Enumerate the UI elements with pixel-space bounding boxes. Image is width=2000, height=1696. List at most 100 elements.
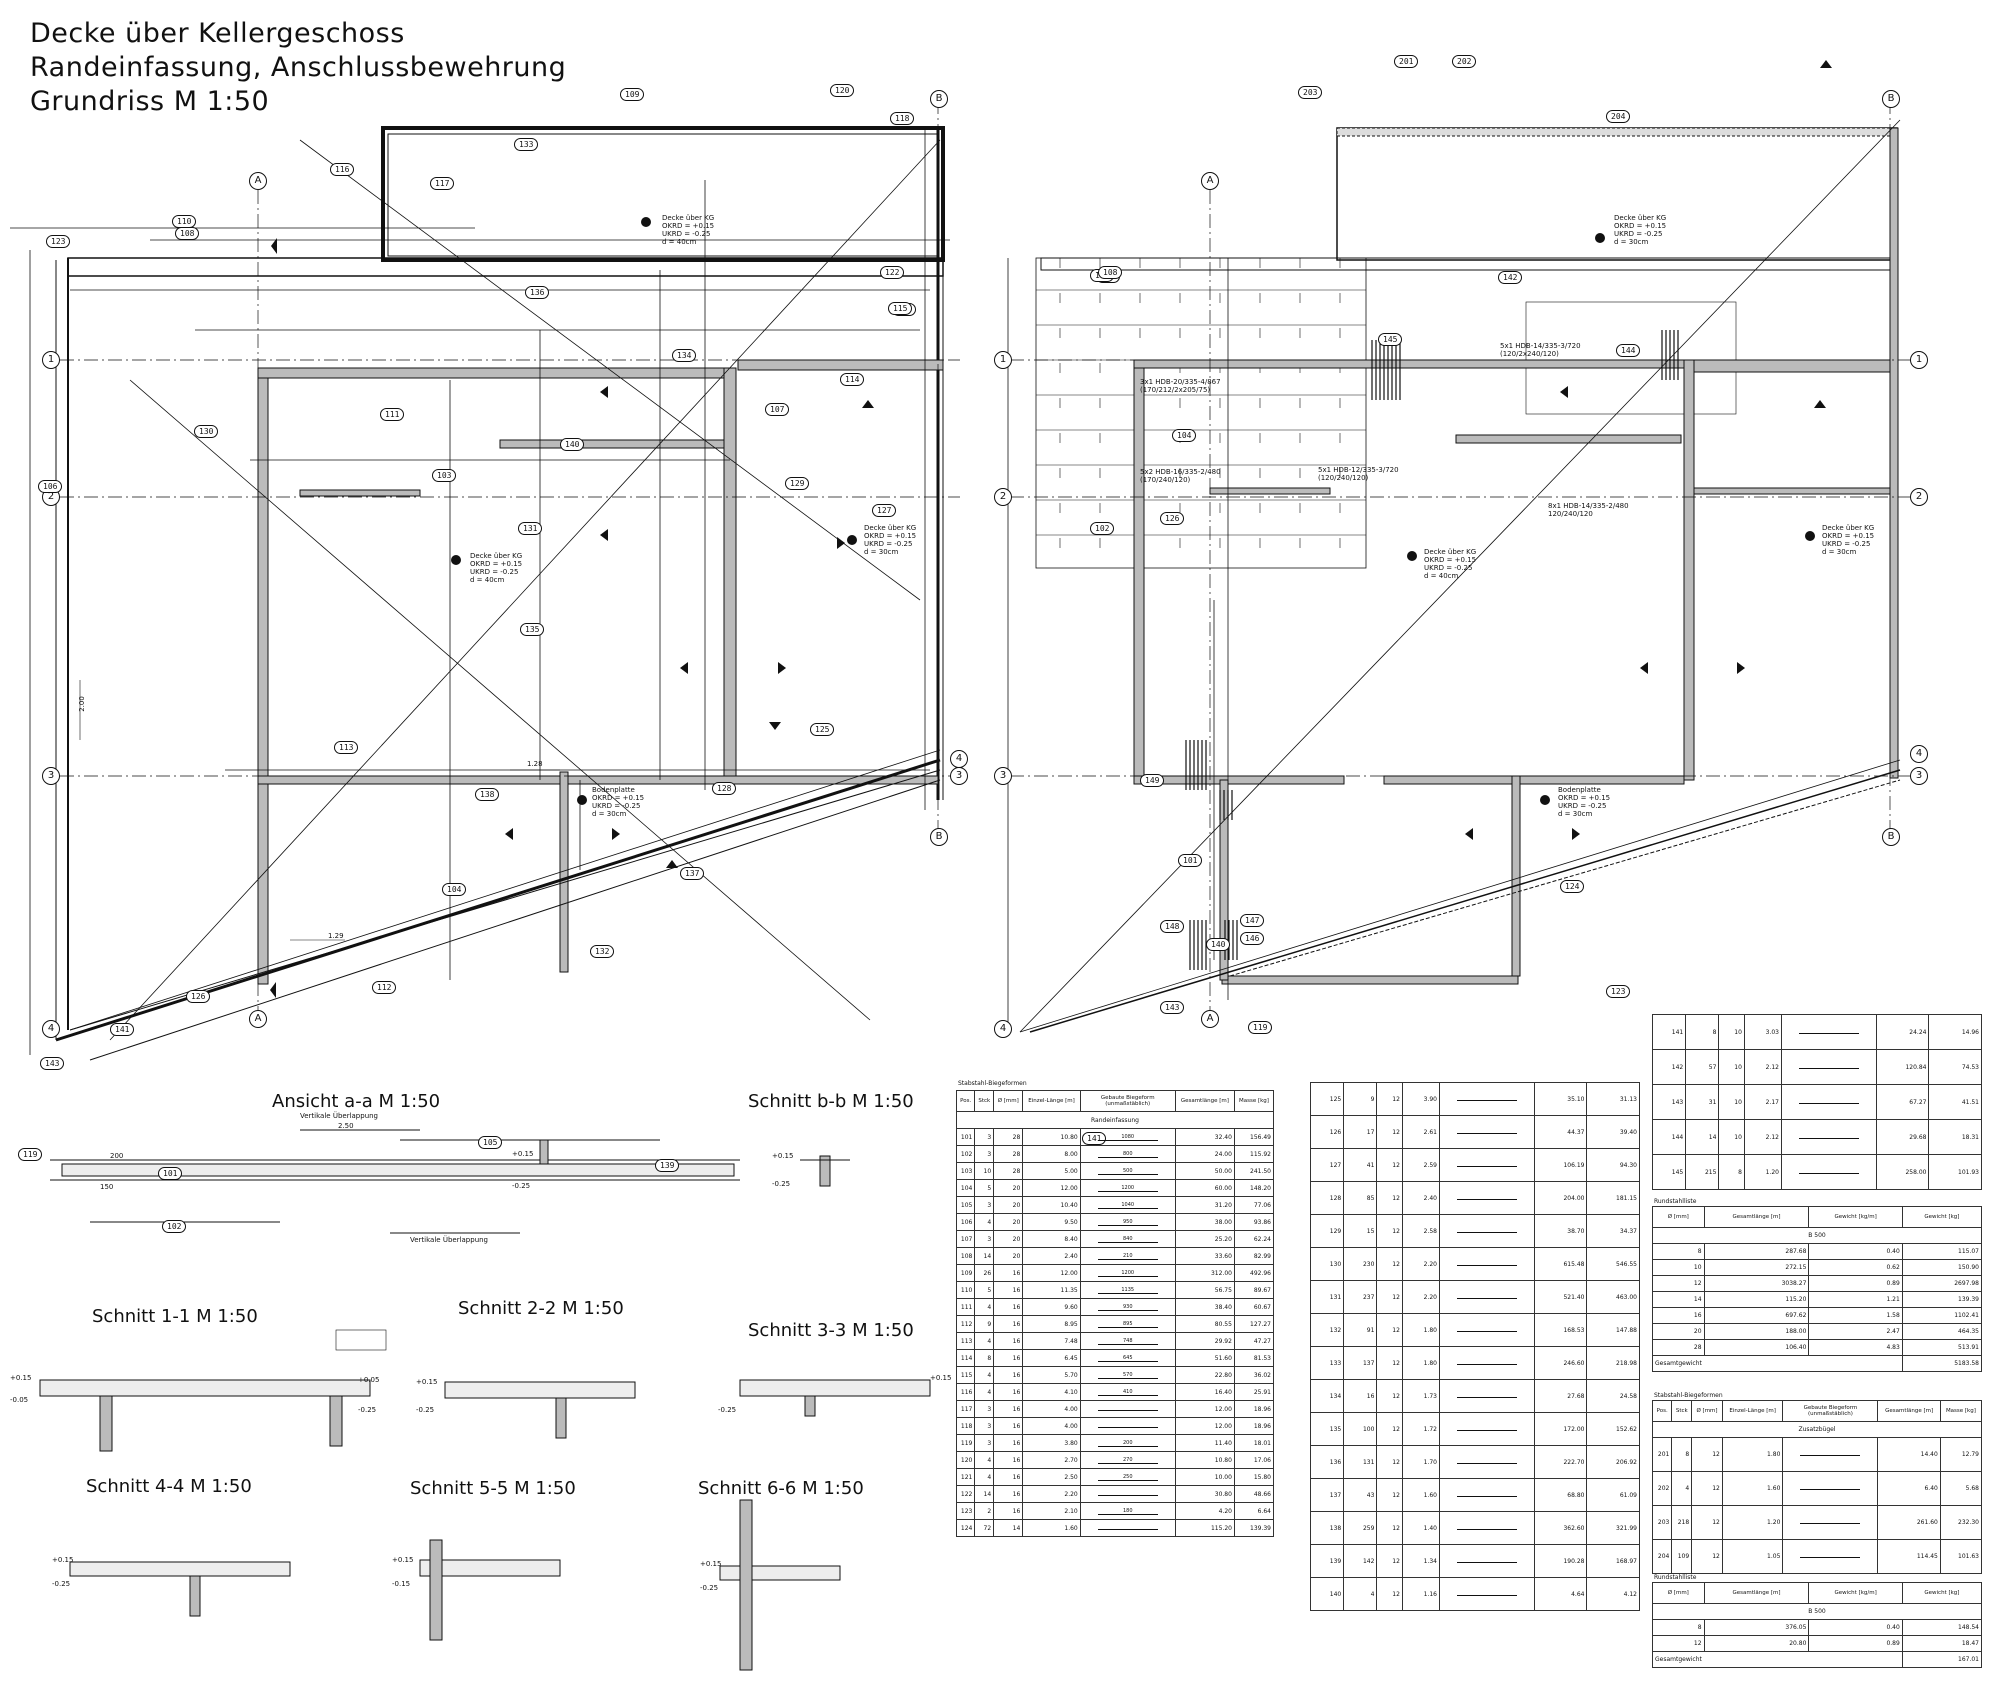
table-cell [1782, 1437, 1879, 1472]
table-cell: 190.28 [1533, 1544, 1588, 1578]
left-plan-position-marker: 131 [518, 522, 543, 535]
table-cell: 4.00 [1022, 1417, 1081, 1435]
left-plan-position-marker: 115 [888, 302, 913, 315]
table-cell: 12.00 [1174, 1400, 1235, 1418]
table-cell: 410 [1079, 1383, 1176, 1401]
axis-label-3-right: 3 [994, 767, 1012, 785]
table-cell: 147.88 [1586, 1313, 1640, 1347]
table-cell: 10.80 [1174, 1451, 1235, 1469]
elevation-plus015-66: +0.15 [700, 1560, 722, 1568]
table-cell: 1.40 [1401, 1511, 1440, 1545]
table-cell: 2.20 [1401, 1280, 1440, 1314]
table-cell [1438, 1478, 1535, 1512]
table-cell: 237 [1343, 1280, 1378, 1314]
table-cell: 129 [1309, 1214, 1345, 1248]
section-title-schnitt-11: Schnitt 1-1 M 1:50 [92, 1306, 258, 1327]
table-cell: 121 [955, 1468, 976, 1486]
table-cell: 16 [993, 1281, 1024, 1299]
table-cell: 697.62 [1703, 1307, 1810, 1324]
table-cell: 748 [1079, 1332, 1176, 1350]
axis-label-b-left-bottom: B [930, 828, 948, 846]
table-cell [1438, 1181, 1535, 1215]
elevation-plus015-44: +0.15 [52, 1556, 74, 1564]
table-cell: 230 [1343, 1247, 1378, 1281]
left-plan-position-marker: 135 [520, 623, 545, 636]
table-cell: 1.80 [1721, 1437, 1784, 1472]
elevation-plus015-bb: +0.15 [772, 1152, 794, 1160]
table-cell: 1102.41 [1901, 1307, 1983, 1324]
table-cell: 259 [1343, 1511, 1378, 1545]
table-cell: 16 [993, 1485, 1024, 1503]
hdb-ladders [1185, 330, 1679, 970]
table-cell [1438, 1412, 1535, 1446]
table-cell: 12 [1376, 1280, 1403, 1314]
table-cell: 800 [1079, 1145, 1176, 1163]
table-cell: 17.06 [1233, 1451, 1275, 1469]
elevation-minus025-bb: -0.25 [772, 1180, 791, 1188]
rund-total-label: Gesamtgewicht [1652, 1355, 1903, 1372]
table-cell: 492.96 [1233, 1264, 1275, 1282]
table-cell: 2.47 [1808, 1323, 1903, 1340]
right-plan-position-marker: 148 [1160, 920, 1185, 933]
schedule-header-cell: Gewicht [kg] [1901, 1206, 1983, 1228]
table-cell: 29.92 [1174, 1332, 1235, 1350]
table-cell: 102 [955, 1145, 976, 1163]
table-cell: 210 [1079, 1247, 1176, 1265]
table-cell: 218 [1671, 1505, 1693, 1540]
left-plan-position-marker: 113 [334, 741, 359, 754]
left-plan-position-marker: 141 [110, 1023, 135, 1036]
table-cell: 6.40 [1877, 1471, 1941, 1506]
left-plan-position-marker: 117 [430, 177, 455, 190]
schedule-header-cell: Ø [mm] [1691, 1400, 1723, 1422]
table-cell: 362.60 [1533, 1511, 1588, 1545]
table-cell [1438, 1445, 1535, 1479]
table-cell: 43 [1343, 1478, 1378, 1512]
right-plan-position-marker: 146 [1240, 932, 1265, 945]
table-cell: 4 [974, 1298, 995, 1316]
schedule-header-cell: Stck [1671, 1400, 1693, 1422]
table-cell [1438, 1115, 1535, 1149]
table-cell: 1.20 [1743, 1154, 1782, 1190]
table-cell [1780, 1119, 1877, 1155]
table-cell: 31 [1685, 1084, 1720, 1120]
hdb-label-1: 3x1 HDB-20/335-4/867 (170/212/2x205/75) [1140, 378, 1221, 394]
table-cell: 4.00 [1022, 1400, 1081, 1418]
left-plan-position-marker: 125 [810, 723, 835, 736]
schedule-header-cell: Masse [kg] [1939, 1400, 1983, 1422]
schedule-subheader: Randeinfassung [956, 1111, 1274, 1129]
table-cell: 10 [974, 1162, 995, 1180]
table-cell: 123 [955, 1502, 976, 1520]
right-plan-position-marker: 102 [1090, 522, 1115, 535]
section-title-ansicht-aa: Ansicht a-a M 1:50 [272, 1091, 441, 1112]
table-cell: 3.03 [1743, 1014, 1782, 1050]
table-cell [1780, 1154, 1877, 1190]
elevation-minus025-66: -0.25 [700, 1584, 719, 1592]
table-cell: 2.20 [1401, 1247, 1440, 1281]
table-cell: 513.91 [1901, 1339, 1983, 1356]
table-cell: 91 [1343, 1313, 1378, 1347]
left-plan-position-marker: 136 [525, 286, 550, 299]
left-plan-position-marker: 114 [840, 373, 865, 386]
table-cell: 14 [1685, 1119, 1720, 1155]
table-cell: 3 [974, 1230, 995, 1248]
table-cell: 2.61 [1401, 1115, 1440, 1149]
table-cell: 200 [1079, 1434, 1176, 1452]
table-cell: 16 [993, 1298, 1024, 1316]
left-plan-position-marker: 118 [890, 112, 915, 125]
axis-label-2-right: 2 [994, 488, 1012, 506]
schedule-header-cell: Ø [mm] [1652, 1582, 1705, 1604]
elevation-minus025-22: -0.25 [416, 1406, 435, 1414]
table-cell: 12 [1376, 1511, 1403, 1545]
table-cell: 22.80 [1174, 1366, 1235, 1384]
table-cell: 111 [955, 1298, 976, 1316]
left-plan-position-marker: 106 [38, 480, 63, 493]
table-cell: 122 [955, 1485, 976, 1503]
table-cell: 10 [1718, 1119, 1745, 1155]
